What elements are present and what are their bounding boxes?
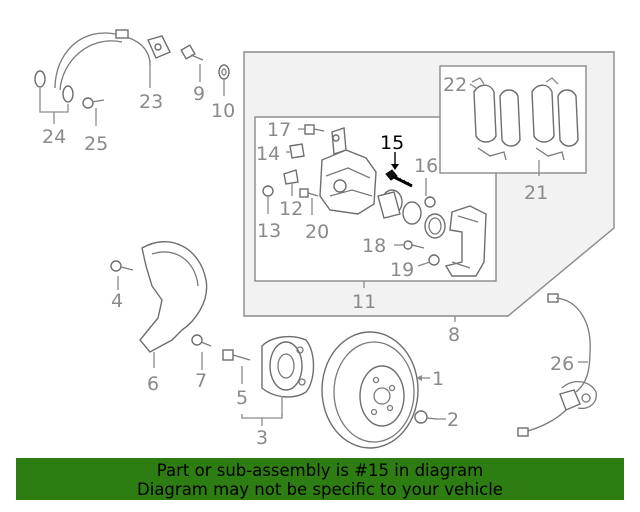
label-15: 15 bbox=[380, 132, 404, 154]
bushing-13-part[interactable] bbox=[262, 185, 274, 197]
caliper-bracket-part[interactable] bbox=[444, 205, 487, 277]
dust-shield-part[interactable] bbox=[139, 241, 208, 368]
label-2: 2 bbox=[447, 409, 459, 431]
clip-24-part[interactable] bbox=[34, 70, 74, 124]
label-10: 10 bbox=[211, 100, 235, 122]
label-7: 7 bbox=[195, 370, 207, 392]
label-14: 14 bbox=[256, 143, 280, 165]
bolt-25-part[interactable] bbox=[82, 97, 105, 126]
sensor-wire-part[interactable] bbox=[54, 29, 171, 91]
leader-22 bbox=[469, 83, 477, 89]
label-22: 22 bbox=[443, 74, 467, 96]
screw-2-part[interactable] bbox=[414, 410, 437, 424]
label-24: 24 bbox=[42, 126, 66, 148]
label-18: 18 bbox=[362, 235, 386, 257]
bolt-15-part[interactable] bbox=[385, 169, 413, 188]
cap-12-part[interactable] bbox=[283, 169, 299, 185]
bolt-4-part[interactable] bbox=[110, 260, 134, 290]
label-25: 25 bbox=[84, 133, 108, 155]
banner-line-2: Diagram may not be specific to your vehi… bbox=[137, 480, 503, 499]
bracket-3 bbox=[241, 414, 283, 426]
label-21: 21 bbox=[524, 182, 548, 204]
label-17: 17 bbox=[267, 119, 291, 141]
piston-part[interactable] bbox=[377, 189, 446, 239]
hub-bearing-part[interactable] bbox=[261, 335, 315, 416]
cap-14-part[interactable] bbox=[289, 143, 305, 159]
label-9: 9 bbox=[193, 83, 205, 105]
bleeder-16-part[interactable] bbox=[424, 196, 436, 208]
label-8: 8 bbox=[448, 324, 460, 346]
brake-pads-part[interactable] bbox=[471, 77, 579, 176]
label-20: 20 bbox=[305, 221, 329, 243]
bolt-20-part[interactable] bbox=[299, 188, 319, 215]
speed-sensor-part[interactable] bbox=[517, 293, 597, 437]
leader-19 bbox=[417, 261, 431, 267]
label-6: 6 bbox=[147, 373, 159, 395]
hub-bolt-part[interactable] bbox=[222, 349, 251, 384]
label-12: 12 bbox=[279, 198, 303, 220]
label-4: 4 bbox=[111, 290, 123, 312]
label-26: 26 bbox=[550, 353, 574, 375]
info-banner: Part or sub-assembly is #15 in diagram D… bbox=[16, 458, 624, 500]
bolt-7-part[interactable] bbox=[191, 334, 212, 370]
bolt-9-part[interactable] bbox=[180, 44, 204, 82]
label-5: 5 bbox=[236, 387, 248, 409]
label-3: 3 bbox=[256, 427, 268, 449]
caliper-part[interactable] bbox=[319, 127, 377, 215]
banner-line-1: Part or sub-assembly is #15 in diagram bbox=[156, 461, 484, 480]
label-13: 13 bbox=[257, 220, 281, 242]
label-23: 23 bbox=[139, 91, 163, 113]
label-1: 1 bbox=[432, 368, 444, 390]
brake-disc-part[interactable] bbox=[321, 331, 419, 449]
label-11: 11 bbox=[352, 291, 376, 313]
arrow-15 bbox=[391, 164, 399, 170]
label-19: 19 bbox=[390, 259, 414, 281]
label-16: 16 bbox=[414, 155, 438, 177]
bolt-19-part[interactable] bbox=[428, 254, 440, 266]
washer-10-part[interactable] bbox=[218, 64, 230, 96]
